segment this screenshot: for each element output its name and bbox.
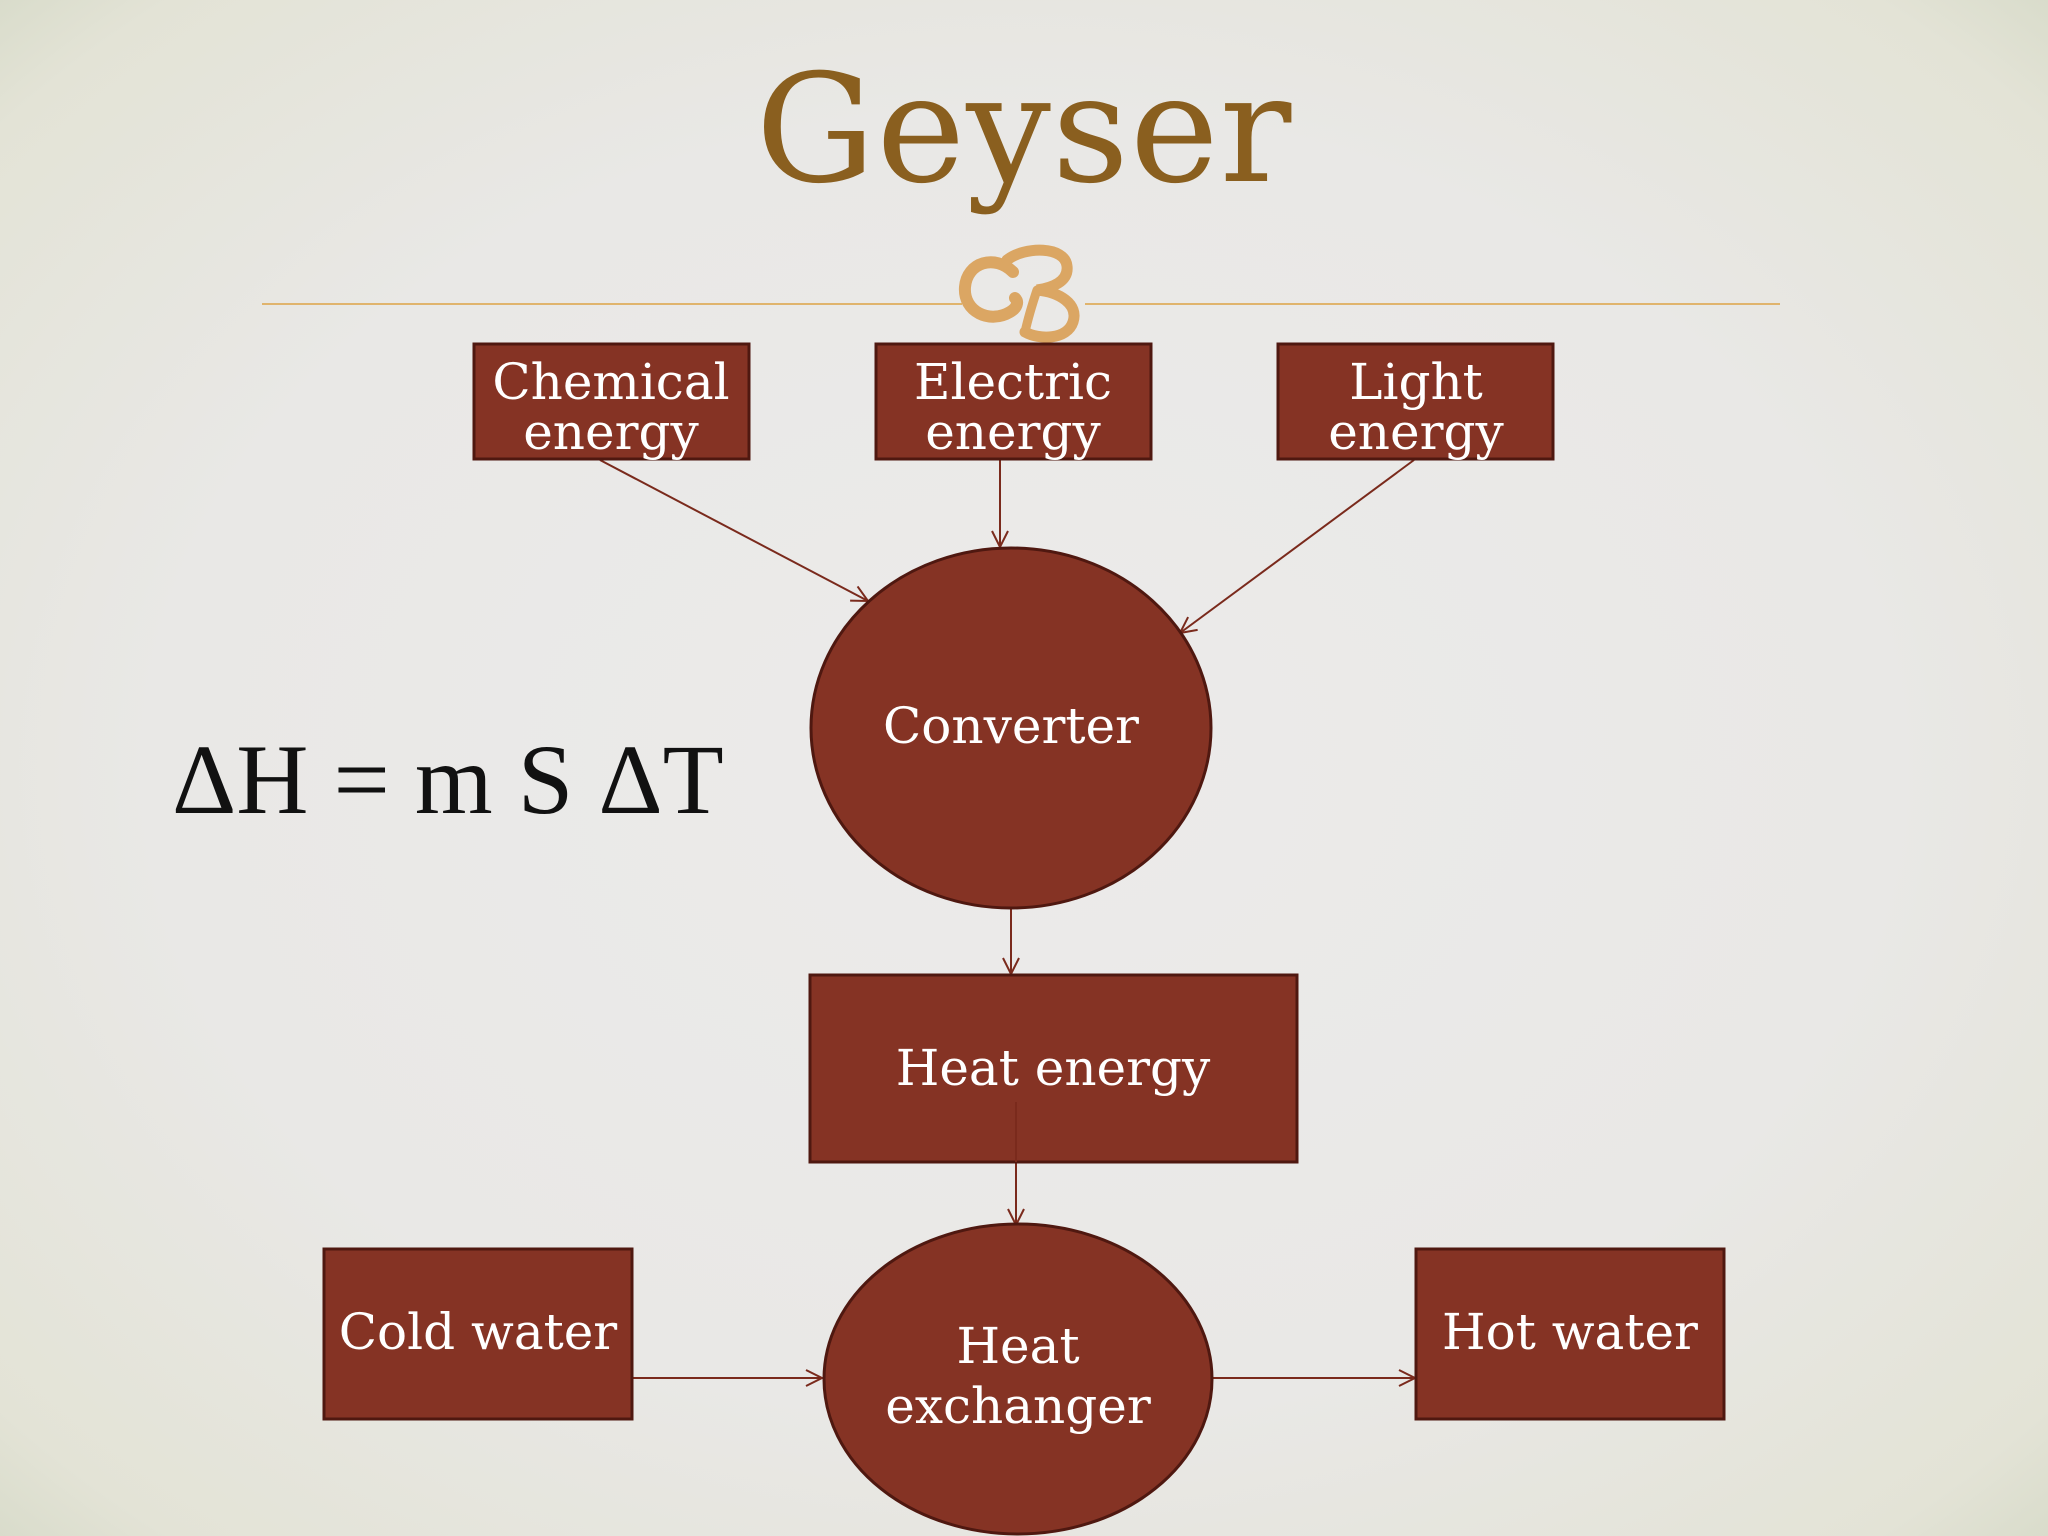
node-light-energy-label-line2: energy xyxy=(1328,403,1504,461)
node-chemical-energy-label-line2: energy xyxy=(523,403,699,461)
node-converter-label: Converter xyxy=(883,697,1139,755)
ornament-swash-icon xyxy=(959,244,1080,343)
node-hot-water-label: Hot water xyxy=(1442,1303,1698,1361)
node-electric-energy: Electric energy xyxy=(874,342,1153,461)
node-cold-water: Cold water xyxy=(322,1247,634,1421)
node-heat-exchanger-label-line1: Heat xyxy=(956,1317,1079,1375)
node-electric-energy-label-line2: energy xyxy=(925,403,1101,461)
title-rule-left xyxy=(262,303,962,305)
node-electric-energy-label-line1: Electric xyxy=(914,353,1112,411)
node-converter: Converter xyxy=(809,546,1213,910)
arrow-light-to-converter xyxy=(1180,459,1415,633)
node-hot-water: Hot water xyxy=(1414,1247,1726,1421)
node-heat-exchanger: Heat exchanger xyxy=(822,1222,1214,1536)
heat-formula: ΔH = m S ΔT xyxy=(172,724,724,835)
slide-title: Geyser xyxy=(755,43,1293,217)
title-rule-right xyxy=(1085,303,1780,305)
node-light-energy-label-line1: Light xyxy=(1349,353,1483,411)
node-light-energy: Light energy xyxy=(1276,342,1555,461)
node-heat-exchanger-label-line2: exchanger xyxy=(885,1377,1151,1435)
node-heat-energy-label: Heat energy xyxy=(896,1039,1211,1097)
node-cold-water-label: Cold water xyxy=(339,1303,618,1361)
node-chemical-energy: Chemical energy xyxy=(472,342,751,461)
arrow-chemical-to-converter xyxy=(599,459,868,601)
node-heat-energy: Heat energy xyxy=(808,973,1299,1164)
node-chemical-energy-label-line1: Chemical xyxy=(492,353,729,411)
